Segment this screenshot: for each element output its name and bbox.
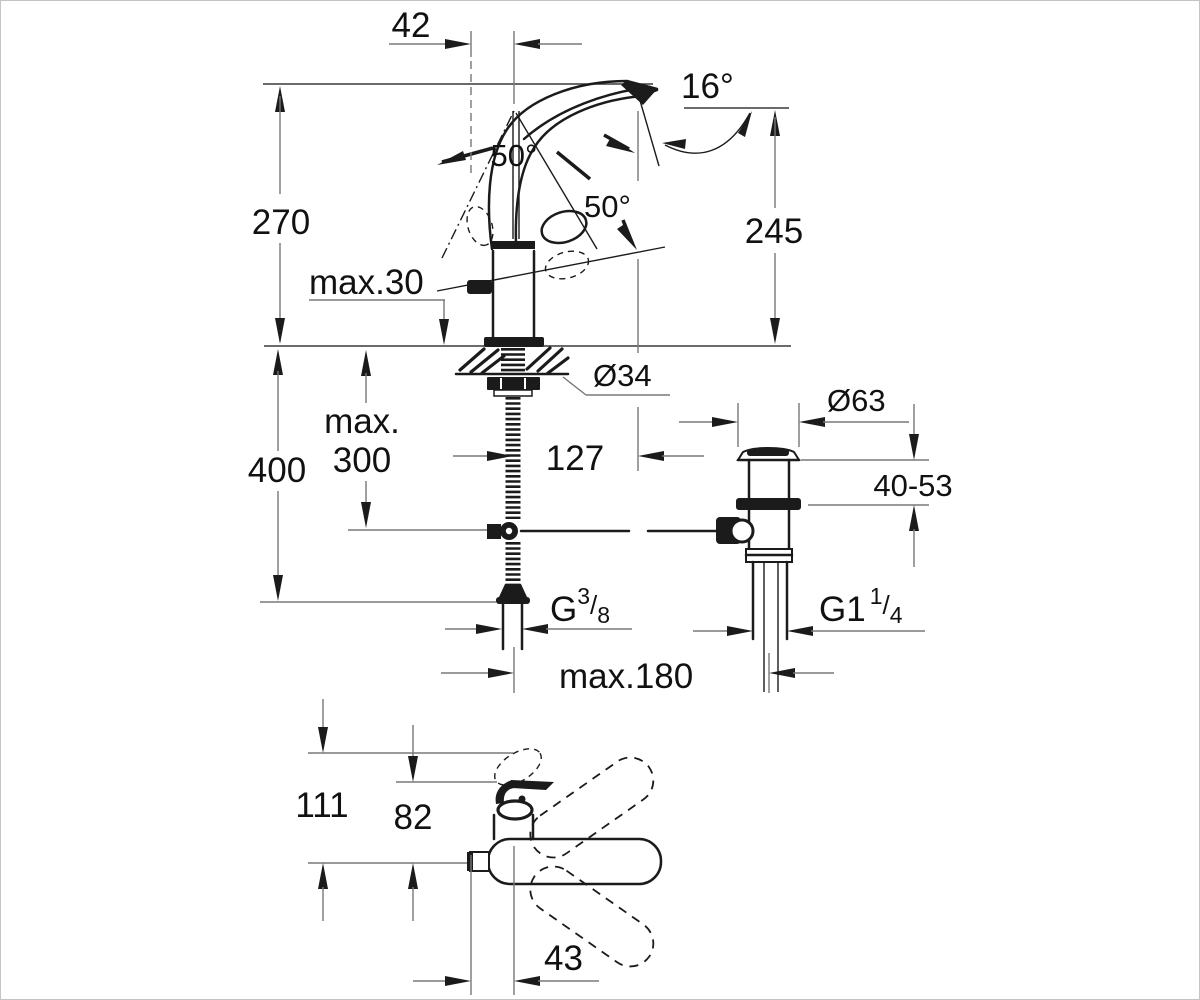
dim-43-label: 43 xyxy=(544,939,583,978)
rod-clamp-screw xyxy=(729,518,755,544)
swing-axis-lower xyxy=(436,246,666,292)
spout-angle-annotation: 16° xyxy=(638,67,752,167)
handle-position-ghost-right xyxy=(544,250,590,280)
dim-245-label: 245 xyxy=(745,212,803,251)
dimension-rod-reach: max.180 xyxy=(441,647,834,696)
dimension-total-depth: 111 xyxy=(295,699,349,921)
dimension-pullrod-length: max. 300 xyxy=(324,350,400,528)
dimension-hole-diameter: Ø34 xyxy=(562,358,670,396)
dim-42-label: 42 xyxy=(392,6,431,45)
dim-dia34-label: Ø34 xyxy=(593,358,652,393)
spout-inner-curve xyxy=(514,88,659,246)
dimension-overall-height: 270 xyxy=(252,86,310,344)
dim-max180-label: max.180 xyxy=(559,657,693,696)
handle-swing-lower-label: 50° xyxy=(584,189,631,224)
top-view: 111 82 43 xyxy=(295,699,663,995)
dim-111-label: 111 xyxy=(295,786,348,825)
dim-400-label: 400 xyxy=(248,451,306,490)
washer xyxy=(493,389,533,397)
spout-swing-ghost-upper xyxy=(529,756,655,859)
dimension-outlet-height: 245 xyxy=(745,110,803,344)
dim-270-label: 270 xyxy=(252,203,310,242)
spout-angle-label: 16° xyxy=(681,67,734,106)
handle-loop xyxy=(540,209,588,245)
dimension-supply-length: 400 xyxy=(248,349,306,601)
mounting-nut xyxy=(487,377,540,390)
dim-max300-word: max. xyxy=(324,402,400,441)
dimension-supply-thread: G3/8 xyxy=(445,583,632,634)
dimension-waste-flange-diameter: Ø63 xyxy=(679,383,909,427)
handle-swing-annotation: 50° 50° xyxy=(436,110,666,292)
dim-4053-label: 40-53 xyxy=(873,468,952,503)
side-view-elevation: 50° 50° 16° 42 270 xyxy=(252,6,803,478)
faucet-base-flange xyxy=(484,337,544,347)
swing-axis-right xyxy=(515,112,598,250)
supply-thread-label: G3/8 xyxy=(550,583,610,629)
spout-angle-arc xyxy=(664,112,751,154)
spout-swing-ghost-lower xyxy=(529,865,655,968)
waste-collar-nut xyxy=(736,498,801,510)
handle-top-view xyxy=(494,748,554,821)
dimension-waste-mount-range: 40-53 xyxy=(801,404,953,567)
dim-max30-label: max.30 xyxy=(309,263,424,302)
dim-82-label: 82 xyxy=(394,798,433,837)
rod-clevis xyxy=(487,524,501,539)
dimension-spout-offset: 42 xyxy=(389,6,582,176)
dimension-deck-thickness: max.30 xyxy=(309,263,449,345)
dim-127-label: 127 xyxy=(546,439,604,478)
swing-axis-left xyxy=(441,110,515,259)
body-joint-band xyxy=(492,241,535,249)
dim-max300-value: 300 xyxy=(333,441,391,480)
spout-tip-beak xyxy=(621,80,658,105)
dimension-body-depth: 82 xyxy=(394,725,433,921)
dimension-handle-offset: 43 xyxy=(413,846,599,995)
handle-ghost-top-view xyxy=(494,748,542,786)
handle-top-curve xyxy=(522,85,652,141)
handle-swing-upper-label: 50° xyxy=(491,138,538,173)
dimension-spout-reach: 127 xyxy=(453,111,704,478)
dim-dia63-label: Ø63 xyxy=(827,383,886,418)
deck-hatching xyxy=(458,346,570,375)
below-deck-installation: max. 300 400 G3/8 max.180 xyxy=(248,348,834,696)
spout-axis-line xyxy=(638,96,660,167)
spout-outer-curve xyxy=(487,79,659,251)
supply-fitting xyxy=(499,584,527,597)
handle-position-ghost-left xyxy=(466,205,494,247)
